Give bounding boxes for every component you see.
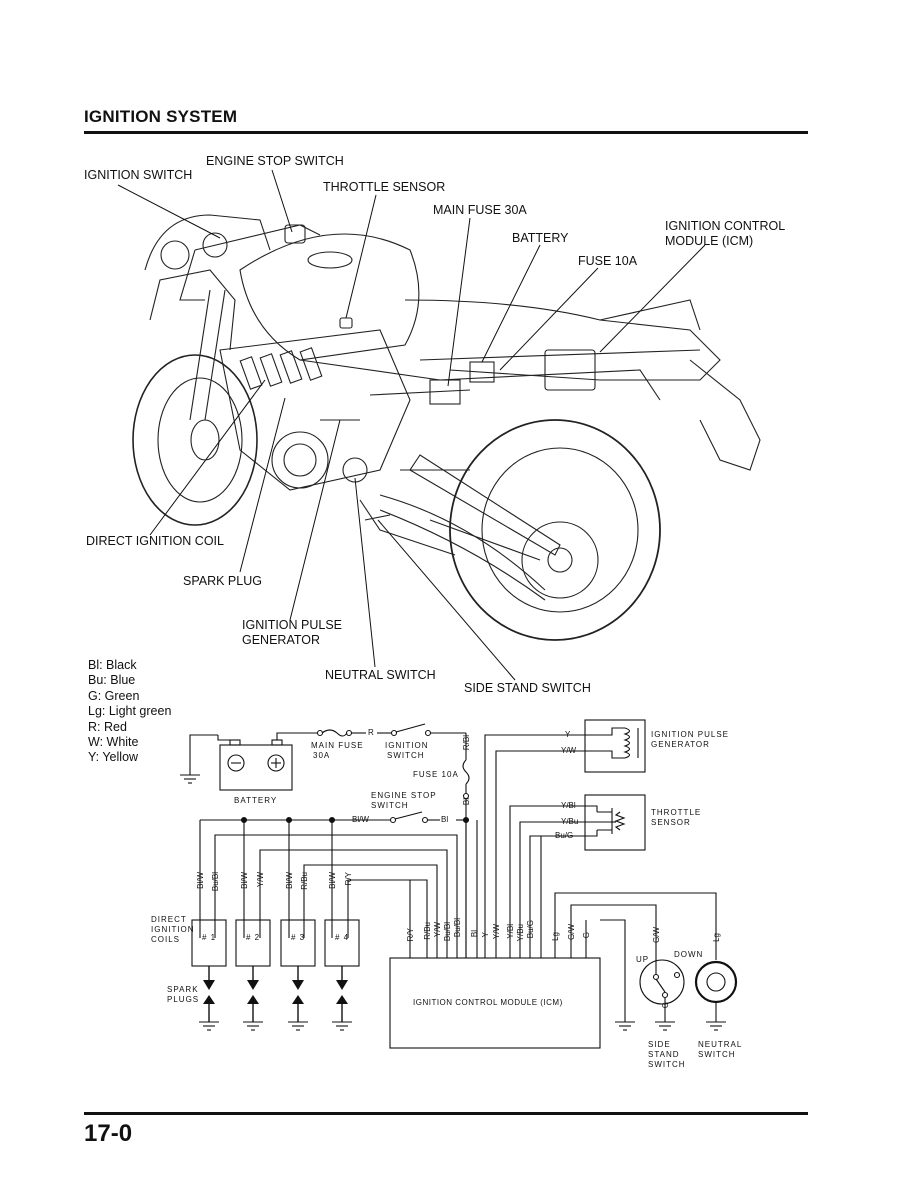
callout-fuse-10a: FUSE 10A [578, 254, 638, 268]
schem-side-stand-label3: SWITCH [648, 1060, 686, 1069]
wire-label-gw-icm: G/W [567, 924, 576, 940]
schem-engine-stop-label: ENGINE STOP [371, 791, 437, 800]
wire-label-bubl-icm: Bu/Bl [443, 922, 452, 942]
page-number: 17-0 [84, 1120, 133, 1142]
schem-side-stand-label: SIDE [648, 1040, 671, 1049]
wire-label-ybu-icm: Y/Bu [516, 924, 525, 942]
wire-label-bl-icm: Bl [470, 930, 479, 938]
callout-ignition-pulse-generator: IGNITION PULSE GENERATOR [242, 618, 342, 648]
schem-pulse-gen-label: IGNITION PULSE [651, 730, 730, 739]
color-code-legend: Bl: Black Bu: Blue G: Green Lg: Light gr… [88, 658, 171, 766]
schem-main-fuse-label: MAIN FUSE [311, 741, 364, 750]
schem-coil-2: # 2 [246, 933, 261, 942]
legend-item: Bu: Blue [88, 673, 136, 688]
schem-icm-label: IGNITION CONTROL MODULE (ICM) [413, 998, 563, 1007]
schem-engine-stop-label2: SWITCH [371, 801, 409, 810]
schem-ignition-switch-label2: SWITCH [387, 751, 425, 760]
callout-side-stand-switch: SIDE STAND SWITCH [464, 681, 591, 695]
legend-item: Lg: Light green [88, 704, 172, 719]
legend-item: Y: Yellow [88, 750, 139, 765]
wire-label-bl-v: Bl [462, 798, 471, 806]
wire-label-blw-c3: Bl/W [285, 872, 294, 889]
wire-label-ry-c4: R/Y [344, 872, 353, 886]
wire-label-bl: Bl [441, 815, 449, 824]
schem-main-fuse-rating: 30A [313, 751, 331, 760]
schem-pulse-gen-label2: GENERATOR [651, 740, 710, 749]
callout-battery: BATTERY [512, 231, 569, 245]
callout-engine-stop-switch: ENGINE STOP SWITCH [206, 154, 344, 168]
callout-pulse-gen-line1: IGNITION PULSE [242, 618, 343, 632]
legend-item: G: Green [88, 688, 140, 703]
legend-item: W: White [88, 735, 139, 750]
wire-label-ybu: Y/Bu [561, 817, 579, 826]
legend-item: R: Red [88, 719, 127, 734]
schem-neutral-label2: SWITCH [698, 1050, 736, 1059]
wire-label-lg-ns: Lg [712, 933, 721, 942]
schem-direct-label: DIRECT [151, 915, 187, 924]
wire-label-g-ss: G [661, 1002, 670, 1009]
wire-label-yw-c2: Y/W [256, 872, 265, 888]
schem-spark-label: SPARK [167, 985, 199, 994]
wire-label-yw-icm2: Y/W [492, 924, 501, 940]
schem-coil-3: # 3 [291, 933, 306, 942]
wire-label-lg-icm: Lg [551, 932, 560, 941]
schem-down-label: DOWN [674, 950, 704, 959]
schem-battery-label: BATTERY [234, 796, 278, 805]
wire-label-ybl-icm: Y/Bl [506, 924, 515, 939]
callout-icm-line1: IGNITION CONTROL [665, 219, 786, 233]
wire-label-blw-c4: Bl/W [328, 872, 337, 889]
callout-main-fuse: MAIN FUSE 30A [433, 203, 527, 217]
schem-neutral-label: NEUTRAL [698, 1040, 743, 1049]
wire-label-yw-icm: Y/W [433, 922, 442, 938]
schem-direct-label2: IGNITION [151, 925, 195, 934]
callout-icm: IGNITION CONTROL MODULE (ICM) [665, 219, 785, 249]
schem-side-stand-label2: STAND [648, 1050, 680, 1059]
wire-label-y: Y [565, 730, 571, 739]
wire-label-bug-icm: Bu/G [526, 920, 535, 939]
wire-label-blw-c1: Bl/W [196, 872, 205, 889]
wire-label-bubl-icm-2: Bu/Bl [453, 918, 462, 938]
callout-ignition-switch: IGNITION SWITCH [84, 168, 193, 182]
callout-neutral-switch: NEUTRAL SWITCH [325, 668, 436, 682]
schem-up-label: UP [636, 955, 650, 964]
schem-throttle-label2: SENSOR [651, 818, 691, 827]
footer-rule [84, 1112, 808, 1115]
schem-coil-1: # 1 [202, 933, 217, 942]
callout-throttle-sensor: THROTTLE SENSOR [323, 180, 446, 194]
schem-direct-label3: COILS [151, 935, 181, 944]
wire-label-y-icm: Y [481, 932, 490, 938]
legend-item: Bl: Black [88, 658, 137, 672]
wire-label-yw: Y/W [561, 746, 577, 755]
wire-label-blw: Bl/W [352, 815, 369, 824]
wire-label-bug: Bu/G [555, 831, 574, 840]
schem-coil-4: # 4 [335, 933, 350, 942]
wire-label-rbu-c3: R/Bu [300, 872, 309, 890]
callout-pulse-gen-line2: GENERATOR [242, 633, 321, 647]
schem-throttle-label: THROTTLE [651, 808, 702, 817]
wire-label-ybl: Y/Bl [561, 801, 576, 810]
page-title: IGNITION SYSTEM [84, 107, 238, 126]
schem-ignition-switch-label: IGNITION [385, 741, 429, 750]
header-rule [84, 131, 808, 134]
wire-label-bubl-c1: Bu/Bl [211, 872, 220, 892]
callout-icm-line2: MODULE (ICM) [665, 234, 754, 248]
wire-label-ry-icm: R/Y [406, 928, 415, 942]
schem-fuse-10a-label: FUSE 10A [413, 770, 459, 779]
callout-direct-ignition-coil: DIRECT IGNITION COIL [86, 534, 224, 548]
wire-label-blw-c2: Bl/W [240, 872, 249, 889]
callout-spark-plug: SPARK PLUG [183, 574, 262, 588]
wire-label-rbu-icm: R/Bu [423, 922, 432, 940]
wire-label-g-icm: G [582, 932, 591, 939]
schem-spark-label2: PLUGS [167, 995, 200, 1004]
wire-label-r: R [368, 728, 374, 737]
wire-label-rbl: R/Bl [462, 735, 471, 751]
wire-label-gw-ss: G/W [652, 927, 661, 943]
